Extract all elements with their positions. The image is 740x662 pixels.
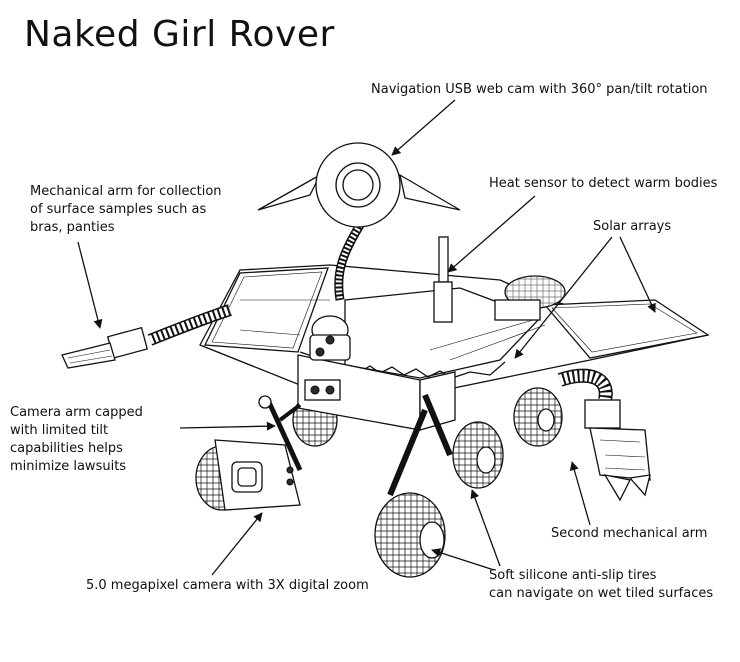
label-tires: Soft silicone anti-slip tires can naviga… — [489, 567, 713, 603]
label-nav-cam: Navigation USB web cam with 360° pan/til… — [371, 82, 708, 97]
label-second-arm: Second mechanical arm — [551, 526, 708, 541]
label-tires-line-1: Soft silicone anti-slip tires — [489, 568, 657, 583]
arrow-solar-1 — [514, 236, 613, 359]
label-mech-arm: Mechanical arm for collection of surface… — [30, 183, 222, 237]
label-camera-arm-line-4: minimize lawsuits — [10, 459, 127, 474]
label-mech-arm-line-3: bras, panties — [30, 220, 115, 235]
label-camera-arm: Camera arm capped with limited tilt capa… — [10, 404, 143, 476]
label-camera: 5.0 megapixel camera with 3X digital zoo… — [86, 578, 369, 593]
arrow-camera-arm — [179, 421, 276, 431]
camera-body — [214, 439, 301, 511]
arrow-heat-sensor — [447, 195, 536, 273]
right-mechanical-arm — [557, 368, 651, 502]
arrow-second-arm — [569, 461, 591, 526]
arrow-solar-2 — [619, 236, 656, 313]
solar-deck — [199, 264, 710, 431]
camera-arm — [258, 395, 303, 472]
label-solar-arrays: Solar arrays — [593, 219, 672, 234]
arrow-mech-arm — [77, 241, 103, 329]
front-wheel — [374, 408, 446, 578]
heat-sensor — [433, 236, 453, 323]
label-tires-line-2: can navigate on wet tiled surfaces — [489, 586, 714, 601]
nav-cam-assembly — [257, 142, 461, 361]
antenna-dish — [494, 275, 566, 321]
label-camera-arm-line-2: with limited tilt — [10, 423, 109, 438]
arrow-camera — [211, 512, 263, 576]
label-camera-arm-line-1: Camera arm capped — [10, 405, 143, 420]
label-mech-arm-line-2: of surface samples such as — [30, 202, 207, 217]
rear-wheel-right — [513, 387, 563, 447]
leader-lines — [77, 99, 656, 576]
left-mechanical-arm — [61, 304, 232, 369]
middle-wheel — [422, 393, 504, 489]
arrow-tires-2 — [431, 548, 495, 571]
label-heat-sensor: Heat sensor to detect warm bodies — [489, 176, 718, 191]
arrow-nav-cam — [391, 99, 456, 156]
label-camera-arm-line-3: capabilities helps — [10, 441, 123, 456]
arrow-tires-1 — [470, 489, 501, 567]
diagram-title: Naked Girl Rover — [24, 14, 335, 55]
label-mech-arm-line-1: Mechanical arm for collection — [30, 184, 222, 199]
